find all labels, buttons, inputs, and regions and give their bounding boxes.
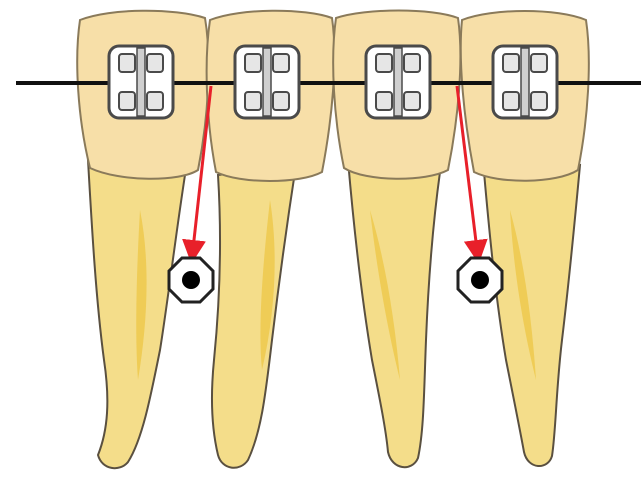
- mini-implant-icon: [458, 258, 502, 302]
- tooth-roots: [88, 160, 580, 468]
- orthodontic-bracket-icon: [109, 46, 173, 118]
- orthodontic-bracket-icon: [493, 46, 557, 118]
- tooth-1-root: [88, 160, 185, 468]
- tooth-3-root: [348, 160, 440, 467]
- tooth-2-root: [212, 165, 296, 468]
- orthodontic-bracket-icon: [366, 46, 430, 118]
- tooth-4-root: [484, 165, 580, 466]
- mini-implant-icon: [169, 258, 213, 302]
- orthodontic-bracket-icon: [235, 46, 299, 118]
